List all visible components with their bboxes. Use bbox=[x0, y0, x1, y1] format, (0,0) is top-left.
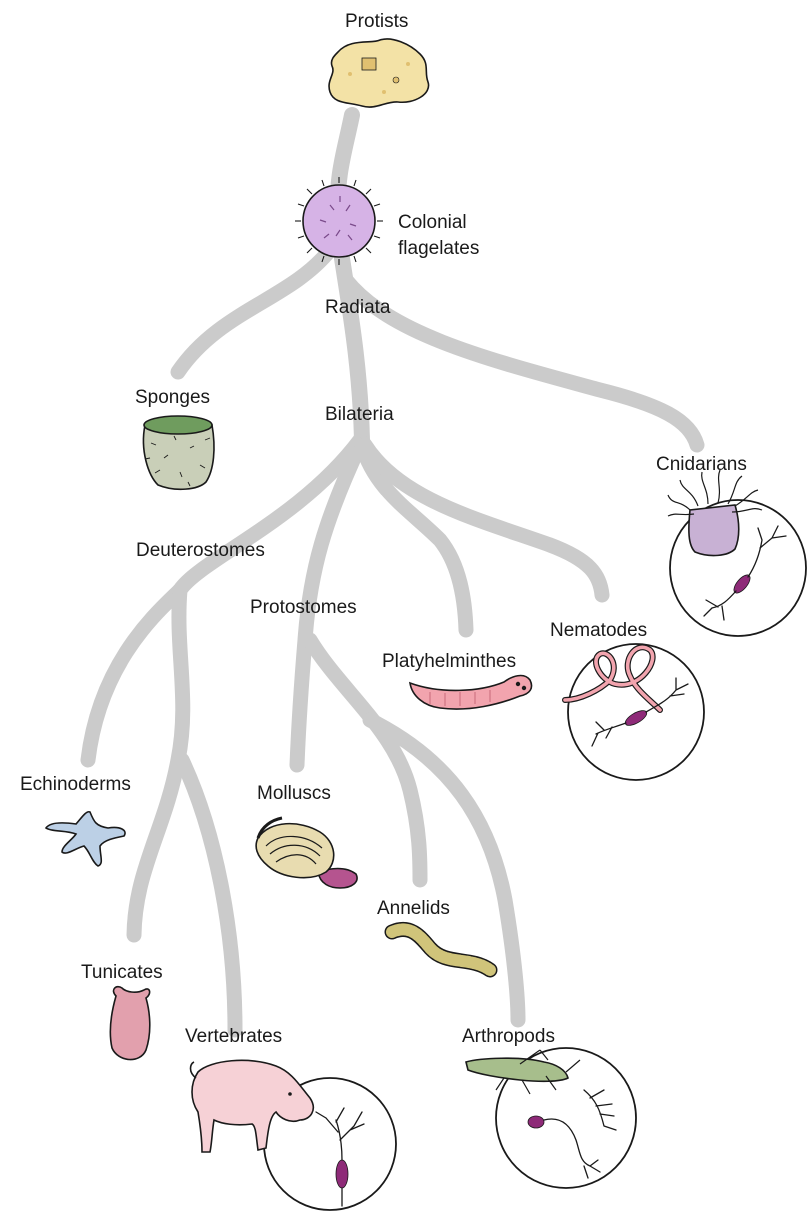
label-arthropods: Arthropods bbox=[462, 1026, 555, 1047]
arthropod-icon bbox=[466, 1048, 636, 1188]
cnidarian-icon bbox=[668, 470, 806, 636]
branch-nematodes bbox=[365, 445, 602, 595]
label-radiata: Radiata bbox=[325, 297, 391, 318]
neuron-cell bbox=[528, 1116, 544, 1128]
branch-sponges bbox=[178, 250, 330, 372]
vertebrate-icon bbox=[191, 1060, 397, 1210]
label-bilateria: Bilateria bbox=[325, 404, 394, 425]
label-tunicates: Tunicates bbox=[81, 962, 163, 983]
label-deuterostomes: Deuterostomes bbox=[136, 540, 265, 561]
branch-arthropods bbox=[370, 720, 518, 1020]
label-vertebrates: Vertebrates bbox=[185, 1026, 282, 1047]
tree-labels: Protists Colonial flagelates Radiata Spo… bbox=[20, 11, 747, 1047]
label-annelids: Annelids bbox=[377, 898, 450, 919]
mollusc-icon bbox=[256, 818, 357, 888]
label-sponges: Sponges bbox=[135, 387, 210, 408]
label-protists: Protists bbox=[345, 11, 408, 32]
flatworm-icon bbox=[410, 676, 532, 710]
label-colonial-line1: Colonial bbox=[398, 212, 467, 233]
branch-cnidarians bbox=[346, 280, 697, 445]
label-echinoderms: Echinoderms bbox=[20, 774, 131, 795]
tunicate-icon bbox=[110, 987, 149, 1060]
starfish-icon bbox=[46, 812, 125, 866]
branch-platyhelminthes bbox=[362, 445, 466, 630]
nematode-icon bbox=[565, 644, 704, 780]
branch-vertebrates bbox=[182, 760, 235, 1030]
annelid-icon bbox=[392, 929, 490, 970]
label-molluscs: Molluscs bbox=[257, 783, 331, 804]
label-protostomes: Protostomes bbox=[250, 597, 357, 618]
label-platyhelminthes: Platyhelminthes bbox=[382, 651, 516, 672]
label-cnidarians: Cnidarians bbox=[656, 454, 747, 475]
sponge-icon bbox=[143, 416, 214, 489]
tree-branches bbox=[88, 115, 697, 1030]
protist-icon bbox=[329, 39, 429, 107]
colonial-flagellate-icon bbox=[295, 177, 383, 265]
label-nematodes: Nematodes bbox=[550, 620, 647, 641]
neuron-cell bbox=[336, 1160, 348, 1188]
label-colonial-line2: flagelates bbox=[398, 238, 479, 259]
